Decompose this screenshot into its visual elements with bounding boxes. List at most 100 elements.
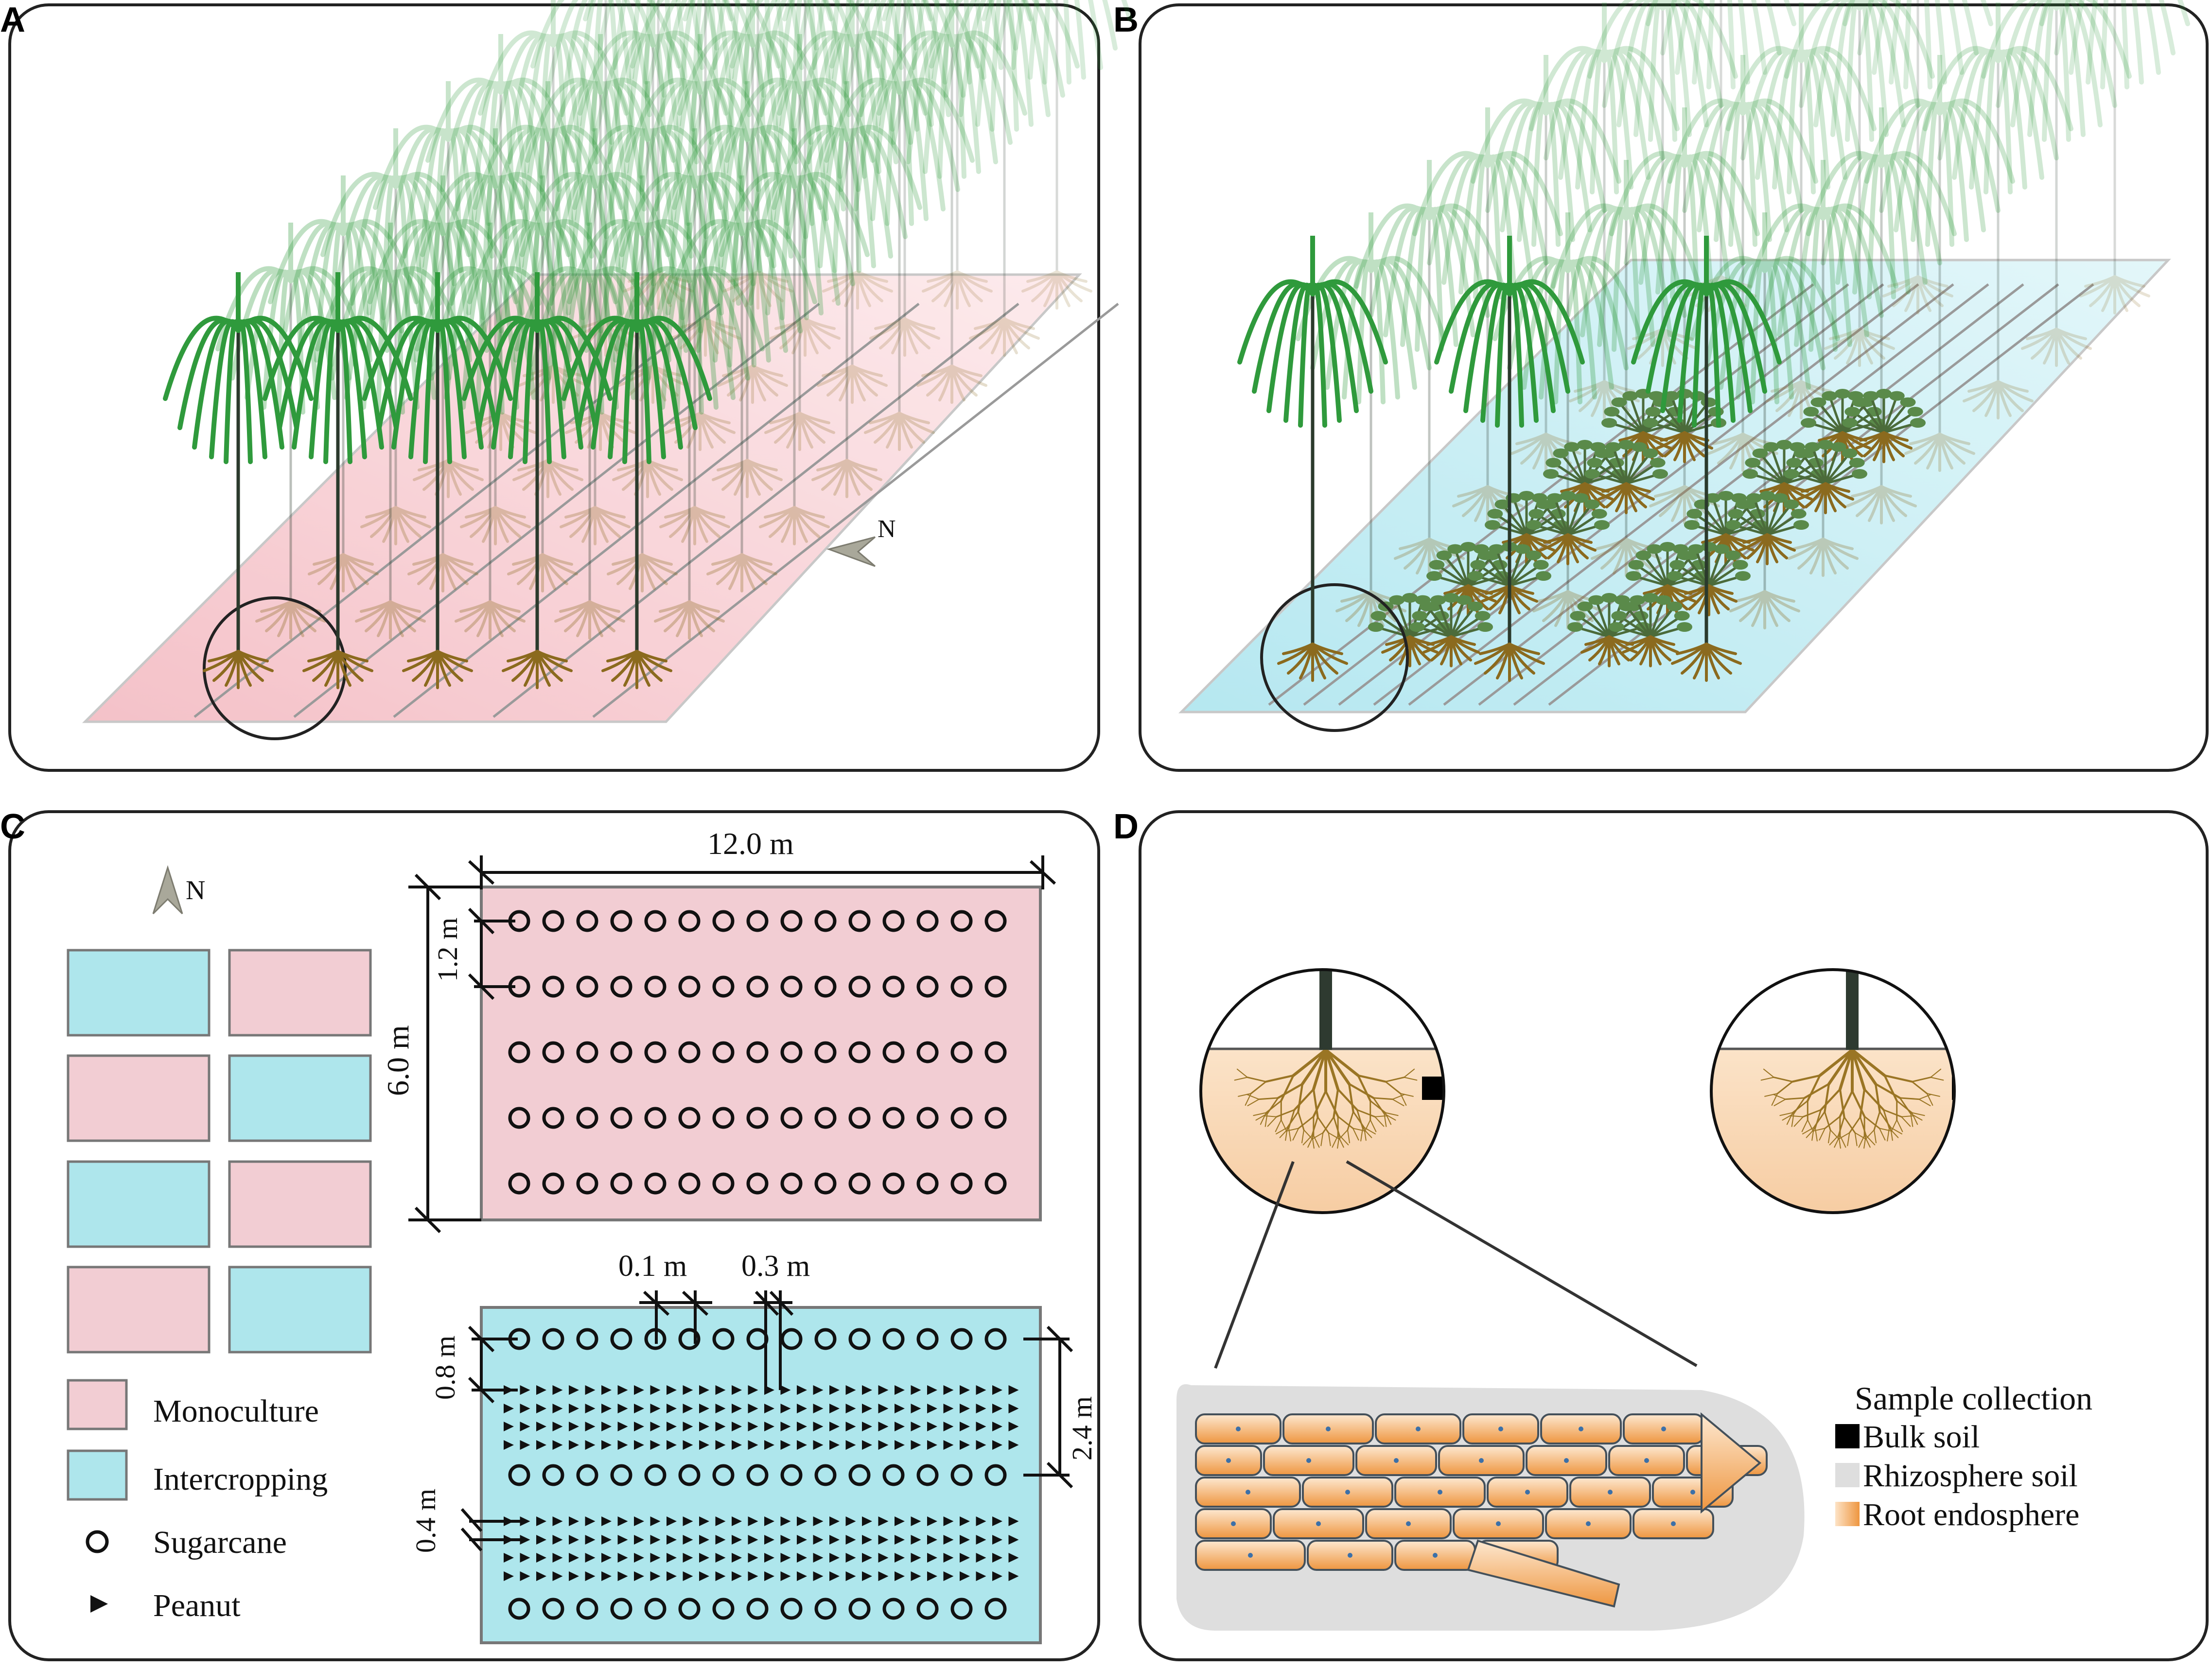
peanut-symbol — [536, 1422, 546, 1431]
peanut-symbol — [862, 1404, 872, 1413]
cane-leaf — [535, 315, 613, 401]
peanut-leaf — [1752, 448, 1768, 458]
cane-leaf — [629, 0, 641, 80]
cane-leaf — [692, 175, 709, 320]
root — [1918, 1098, 1931, 1107]
root — [1834, 328, 1861, 360]
peanut-symbol — [504, 1422, 514, 1431]
cane-leaf — [791, 32, 855, 145]
cane-leaf — [545, 0, 607, 98]
legend-swatch-bulk-soil — [1835, 1424, 1860, 1448]
cane-leaf — [1660, 0, 1677, 55]
cane-leaf — [996, 0, 1012, 51]
root — [1851, 1048, 1886, 1077]
cane-leaf — [789, 0, 804, 70]
root — [2113, 275, 2150, 297]
cell-nucleus — [1416, 1426, 1421, 1431]
cane-leaf — [650, 34, 682, 174]
cane-leaf — [276, 270, 293, 415]
cane-leaf — [1400, 207, 1432, 347]
cane-leaf — [1821, 207, 1838, 352]
root — [693, 506, 730, 528]
cane-leaf — [434, 128, 451, 273]
root — [394, 506, 421, 538]
cane-leaf — [1879, 100, 1942, 213]
cane-leaf — [1485, 155, 1502, 299]
root-clump — [1788, 538, 1859, 577]
peanut-symbol — [845, 1385, 856, 1395]
root — [1320, 1132, 1324, 1147]
cane-leaf — [566, 175, 597, 315]
peanut-leaf — [1791, 509, 1807, 519]
peanut-symbol — [617, 1516, 628, 1526]
cell-nucleus — [1236, 1426, 1241, 1431]
root — [856, 270, 893, 293]
cane-leaf — [493, 175, 510, 320]
peanut-symbol — [715, 1422, 726, 1431]
root — [1839, 1135, 1846, 1148]
intercropping-sample-circle — [1710, 968, 1956, 1214]
peanut-symbol — [943, 1440, 954, 1450]
cane-leaf — [1597, 207, 1629, 347]
root — [1462, 485, 1489, 517]
root — [1394, 538, 1431, 560]
peanut-leaf — [1645, 407, 1661, 417]
cane-leaf — [890, 0, 906, 132]
cane-leaf — [906, 33, 954, 164]
root — [751, 365, 788, 387]
root — [804, 317, 836, 330]
cane-leaf — [645, 128, 662, 273]
cane-leaf — [698, 79, 761, 192]
root — [956, 270, 988, 283]
peanut-leaf — [1852, 469, 1867, 479]
peanut-stem — [1708, 555, 1734, 587]
peanut-symbol — [829, 1440, 840, 1450]
cane-leaf — [607, 33, 655, 164]
root — [1286, 1111, 1299, 1129]
root — [507, 650, 539, 662]
sugarcane-plant — [2039, 0, 2190, 314]
root — [665, 412, 702, 434]
cane-leaf — [692, 172, 770, 257]
root — [635, 650, 667, 662]
cane-leaf — [545, 127, 594, 259]
cane-leaf — [288, 269, 320, 410]
cane-leaf — [765, 175, 797, 315]
root — [891, 317, 906, 354]
cane-leaf — [850, 32, 913, 145]
cane-leaf — [1714, 102, 1745, 242]
root — [1848, 1116, 1861, 1134]
root — [1591, 380, 1606, 417]
root-clump — [1855, 431, 1913, 463]
sugarcane-symbol — [780, 975, 803, 998]
cane-leaf — [1852, 154, 1884, 295]
root — [289, 600, 304, 637]
legend-label-bulk-soil: Bulk soil — [1863, 1419, 1980, 1455]
root — [289, 600, 326, 623]
root — [693, 506, 725, 519]
cane-leaf — [593, 175, 624, 315]
peanut-stem — [1560, 452, 1586, 485]
root — [759, 506, 796, 528]
cane-leaf — [402, 127, 451, 259]
peanut-symbol — [667, 1571, 677, 1581]
peanut-leaf — [1475, 611, 1491, 621]
peanut-symbol — [895, 1553, 905, 1563]
cane-leaf — [949, 34, 966, 179]
cane-leaf — [1857, 0, 1889, 137]
root — [237, 650, 269, 662]
peanut-symbol — [748, 1516, 758, 1526]
peanut-leaf — [1842, 448, 1858, 458]
cane-leaf — [640, 219, 718, 304]
root-clump — [770, 317, 841, 357]
peanut-symbol — [878, 1571, 889, 1581]
peanut-symbol — [829, 1385, 840, 1395]
root — [1450, 635, 1476, 646]
peanut-symbol — [780, 1422, 791, 1431]
root — [641, 553, 678, 575]
root — [680, 317, 707, 349]
root — [1926, 1093, 1940, 1097]
cane-leaf — [1748, 203, 1826, 289]
root-clump — [922, 270, 993, 310]
cane-leaf — [1102, 0, 1118, 51]
